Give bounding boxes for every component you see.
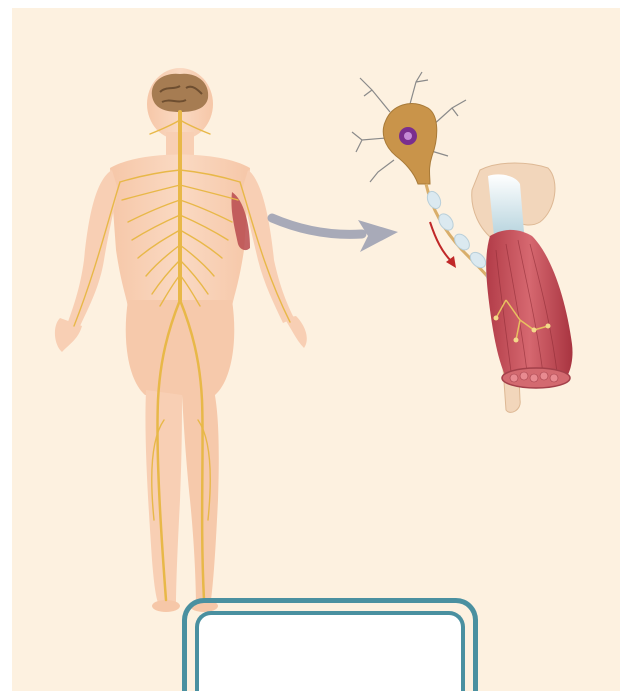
- caption-callout-inner: [195, 611, 465, 691]
- skeletal-muscle-icon: [472, 163, 573, 412]
- pointer-arrow-icon: [272, 218, 398, 252]
- brain-icon: [152, 74, 208, 112]
- caption-callout-box: [182, 598, 478, 691]
